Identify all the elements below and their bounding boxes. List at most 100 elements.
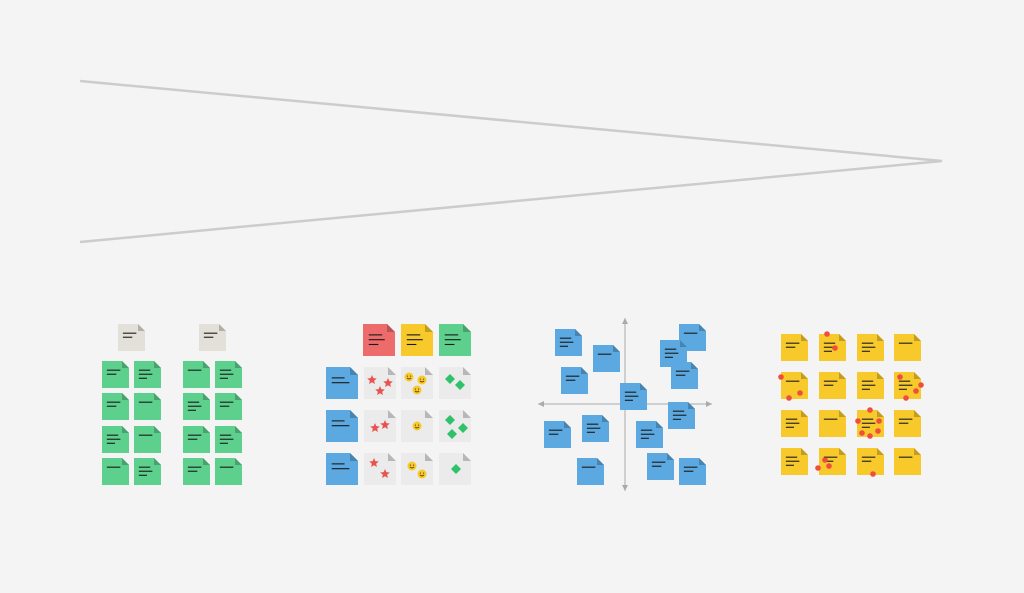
red-dot-icon	[870, 471, 876, 477]
red-dot-icon	[822, 457, 828, 463]
sticky-note-icon	[183, 393, 210, 420]
red-dot-icon	[815, 465, 821, 471]
sticky-note-icon	[894, 334, 921, 361]
star-icon	[380, 469, 390, 479]
sticky-note-icon	[819, 410, 846, 437]
diamond-icon	[455, 380, 465, 390]
sticky-note-icon	[647, 453, 674, 480]
vote-card-icon	[364, 410, 396, 442]
star-icon	[370, 423, 380, 433]
sticky-note-icon	[781, 410, 808, 437]
smiley-icon	[404, 372, 414, 382]
smiley-icon	[412, 385, 422, 395]
vote-card-icon	[364, 453, 396, 485]
star-icon	[380, 420, 390, 430]
smiley-icon	[407, 461, 417, 471]
y-axis-arrow-bottom	[622, 485, 628, 491]
red-dot-icon	[876, 418, 882, 424]
red-dot-icon	[903, 395, 909, 401]
sticky-note-icon	[819, 372, 846, 399]
sticky-note-icon	[894, 448, 921, 475]
sticky-note-icon	[134, 361, 161, 388]
x-axis-arrow-left	[538, 401, 544, 407]
sticky-note-icon	[660, 340, 687, 367]
sticky-note-icon	[215, 458, 242, 485]
sticky-note-icon	[620, 383, 647, 410]
sticky-note-icon	[215, 426, 242, 453]
diamond-icon	[451, 464, 461, 474]
red-dot-icon	[824, 331, 830, 337]
sticky-note-icon	[102, 458, 129, 485]
sticky-note-icon	[134, 458, 161, 485]
red-dot-icon	[855, 418, 861, 424]
smiley-icon	[417, 375, 427, 385]
category-note-icon	[363, 324, 395, 356]
sticky-note-icon	[781, 334, 808, 361]
vote-card-icon	[439, 367, 471, 399]
red-dot-icon	[797, 390, 803, 396]
star-icon	[375, 386, 385, 396]
red-dot-icon	[832, 345, 838, 351]
red-dot-icon	[786, 395, 792, 401]
sticky-note-icon	[215, 361, 242, 388]
vote-card-icon	[401, 453, 433, 485]
sticky-note-icon	[781, 448, 808, 475]
sticky-note-icon	[134, 426, 161, 453]
topic-note-icon	[326, 367, 358, 399]
topic-note-icon	[326, 453, 358, 485]
sticky-note-icon	[582, 415, 609, 442]
sticky-note-icon	[593, 345, 620, 372]
sticky-note-icon	[679, 324, 706, 351]
red-dot-icon	[826, 463, 832, 469]
funnel-shape	[79, 79, 943, 244]
sticky-note-icon	[561, 367, 588, 394]
y-axis-arrow-top	[622, 318, 628, 324]
sticky-note-icon	[819, 448, 846, 475]
diamond-icon	[445, 415, 455, 425]
smiley-icon	[417, 469, 427, 479]
sticky-note-icon	[781, 372, 808, 399]
category-note-icon	[439, 324, 471, 356]
sticky-note-icon	[102, 361, 129, 388]
sticky-note-icon	[134, 393, 161, 420]
sticky-note-icon	[857, 372, 884, 399]
star-icon	[369, 458, 379, 468]
smiley-icon	[412, 421, 422, 431]
sticky-note-icon	[183, 361, 210, 388]
red-dot-icon	[867, 433, 873, 439]
sticky-note-icon	[215, 393, 242, 420]
sticky-note-icon	[544, 421, 571, 448]
diamond-icon	[445, 374, 455, 384]
header-note-icon	[199, 324, 226, 351]
red-dot-icon	[913, 388, 919, 394]
header-note-icon	[118, 324, 145, 351]
star-icon	[367, 375, 377, 385]
sticky-note-icon	[183, 458, 210, 485]
red-dot-icon	[918, 382, 924, 388]
vote-card-icon	[364, 367, 396, 399]
red-dot-icon	[778, 374, 784, 380]
sticky-note-icon	[857, 334, 884, 361]
category-note-icon	[401, 324, 433, 356]
red-dot-icon	[897, 374, 903, 380]
diamond-icon	[447, 429, 457, 439]
x-axis-arrow-right	[706, 401, 712, 407]
sticky-note-icon	[857, 448, 884, 475]
star-icon	[383, 378, 393, 388]
vote-card-icon	[439, 410, 471, 442]
sticky-note-icon	[671, 362, 698, 389]
sticky-note-icon	[102, 393, 129, 420]
sticky-note-icon	[679, 458, 706, 485]
diamond-icon	[458, 423, 468, 433]
sticky-note-icon	[636, 421, 663, 448]
red-dot-icon	[867, 407, 873, 413]
sticky-note-icon	[555, 329, 582, 356]
sticky-note-icon	[668, 402, 695, 429]
red-dot-icon	[859, 430, 865, 436]
topic-note-icon	[326, 410, 358, 442]
sticky-note-icon	[183, 426, 210, 453]
sticky-note-icon	[102, 426, 129, 453]
red-dot-icon	[875, 428, 881, 434]
